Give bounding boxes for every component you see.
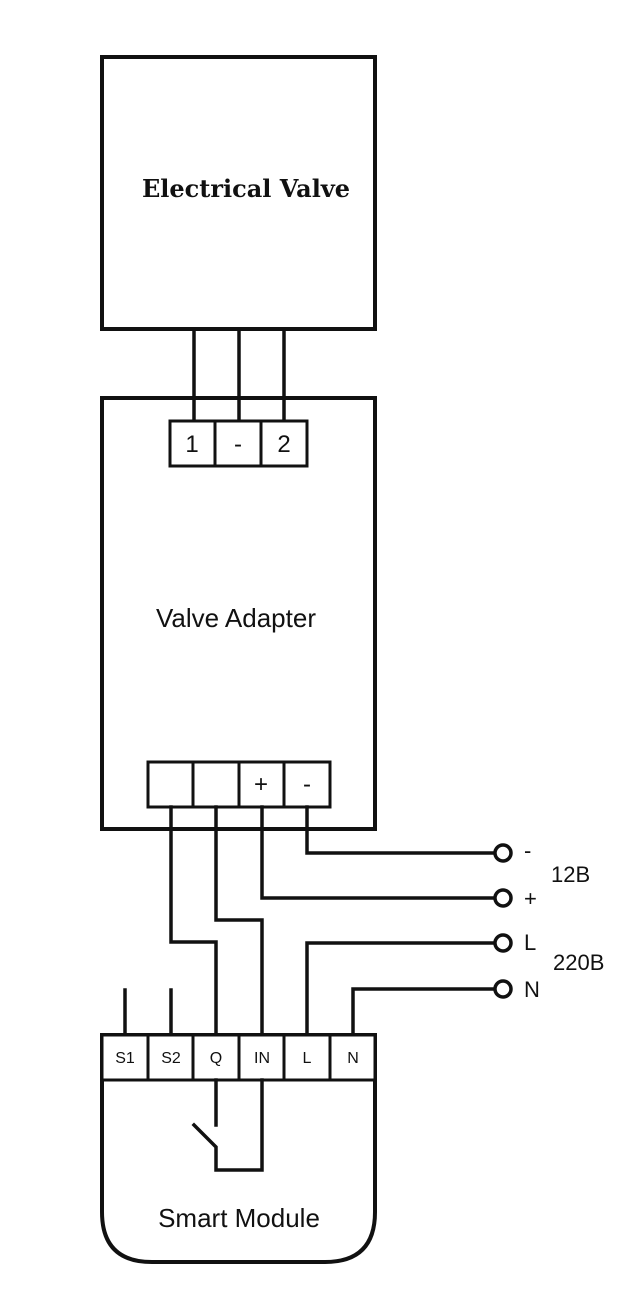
adapter-terminal-2 [259,419,309,468]
module-terminal-label: Q [210,1050,222,1067]
adapter-terminal-label: 2 [277,431,290,458]
module-terminal-label: L [303,1050,312,1067]
adapter-terminal-label: 1 [185,431,198,458]
wire-adapter-plus-to-12v [260,805,497,900]
wire-adapter-minus-to-12v [305,805,497,855]
adapter-bottom-terminal [191,760,241,809]
adapter-bottom-terminal [146,760,195,809]
valve-adapter: Valve Adapter 1 - 2 + - [100,396,377,831]
adapter-bottom-label: - [303,771,311,798]
terminal-12v-minus [493,843,513,863]
terminal-220v-n [493,979,513,999]
module-terminal-label: N [347,1050,359,1067]
adapter-terminal-label: - [234,431,242,458]
module-terminal-label: S1 [115,1050,135,1067]
adapter-bottom-label: + [254,771,268,798]
valve-label: Electrical Valve [142,174,350,203]
wire-adapter-to-in [214,805,264,1037]
module-terminals: S1 S2 Q IN L N [100,1033,377,1082]
electrical-valve: Electrical Valve [100,55,377,331]
terminal-label-220v-l: L [524,930,536,955]
terminal-label-12v-minus: - [524,838,531,863]
wire-module-l-to-220v [305,941,497,1037]
supply-terminals: - + L N 12B 220B [493,838,604,1002]
adapter-terminal-minus-bottom [282,760,332,809]
adapter-terminal-minus [213,419,263,468]
adapter-terminal-plus [237,760,286,809]
module-terminal-label: S2 [161,1050,181,1067]
connection-wires [123,805,497,1037]
terminal-label-220v-n: N [524,977,540,1002]
module-label: Smart Module [158,1203,320,1233]
smart-module: S1 S2 Q IN L N Smart Module [100,1033,377,1264]
terminal-12v-plus [493,888,513,908]
adapter-bottom-terminals: + - [146,760,332,809]
wire-adapter-to-q [169,805,218,1037]
supply-12v-label: 12B [551,862,590,887]
module-terminal-label: IN [254,1050,270,1067]
module-body [100,1033,377,1264]
terminal-label-12v-plus: + [524,886,537,911]
switch-contact [191,1078,264,1172]
wire-module-n-to-220v [351,987,497,1037]
valve-box [100,55,377,331]
module-terminal-n [328,1033,377,1082]
terminal-220v-l [493,933,513,953]
relay-switch-icon [191,1078,264,1172]
supply-220v-label: 220B [553,950,604,975]
adapter-top-terminals: 1 - 2 [168,419,309,468]
adapter-label: Valve Adapter [156,603,316,633]
